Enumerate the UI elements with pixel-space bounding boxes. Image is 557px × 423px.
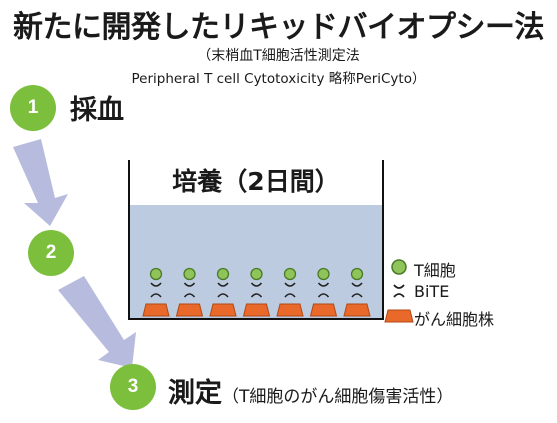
step-1-circle: 1: [10, 85, 56, 131]
cancer-cell-icon: [276, 303, 304, 317]
t-cell-icon: [183, 267, 196, 281]
t-cell-icon: [216, 267, 230, 281]
arrow-1-to-2: [13, 139, 68, 226]
subtitle: （末梢血T細胞活性測定法: [197, 48, 360, 64]
legend-t-cell-icon: [391, 259, 407, 275]
bite-icon: [150, 282, 162, 298]
cancer-cell-icon: [175, 303, 204, 317]
cell-stack: [175, 267, 204, 317]
culture-medium: [130, 205, 382, 318]
t-cell-icon: [250, 267, 263, 281]
subtitle-english: Peripheral T cell Cytotoxicity 略称PeriCyt…: [131, 71, 426, 87]
t-cell-icon: [350, 267, 364, 281]
bite-icon: [217, 282, 229, 298]
bite-icon: [351, 282, 363, 298]
cell-stack: [309, 267, 338, 317]
cell-stack: [343, 267, 371, 317]
cancer-cell-icon: [209, 303, 237, 317]
cancer-cell-icon: [309, 303, 338, 317]
legend-cancer-cell-icon: [384, 309, 414, 323]
bite-icon: [284, 282, 296, 298]
t-cell-icon: [149, 267, 163, 281]
cancer-cell-icon: [242, 303, 271, 317]
step-3-number: 3: [127, 376, 139, 397]
step-3-note: （T細胞のがん細胞傷害活性）: [222, 387, 454, 407]
culture-label: 培養（2日間）: [172, 167, 340, 196]
t-cell-icon: [317, 267, 330, 281]
step-3-circle: 3: [110, 364, 156, 410]
legend-bite-label: BiTE: [414, 282, 450, 301]
step-2-circle: 2: [28, 230, 74, 276]
cancer-cell-icon: [343, 303, 371, 317]
legend-cancer-cell-label: がん細胞株: [414, 310, 495, 329]
bite-icon: [250, 282, 263, 298]
t-cell-icon: [283, 267, 297, 281]
culture-cells: [142, 267, 371, 317]
cell-stack: [209, 267, 237, 317]
cell-stack: [276, 267, 304, 317]
step-1-number: 1: [27, 97, 39, 118]
cell-stack: [142, 267, 170, 317]
culture-dish: [128, 160, 384, 320]
cancer-cell-icon: [142, 303, 170, 317]
step-3-title: 測定: [168, 378, 222, 409]
step-1-label: 採血: [70, 95, 124, 126]
step-3-label: 測定（T細胞のがん細胞傷害活性）: [168, 371, 453, 410]
arrow-2-to-3: [58, 276, 136, 368]
page-title: 新たに開発したリキッドバイオプシー法: [13, 10, 545, 45]
bite-icon: [317, 282, 330, 298]
bite-icon: [183, 282, 196, 298]
legend-t-cell-label: T細胞: [414, 261, 456, 280]
legend-bite-icon: [393, 284, 405, 298]
step-2-number: 2: [45, 242, 57, 263]
cell-stack: [242, 267, 271, 317]
